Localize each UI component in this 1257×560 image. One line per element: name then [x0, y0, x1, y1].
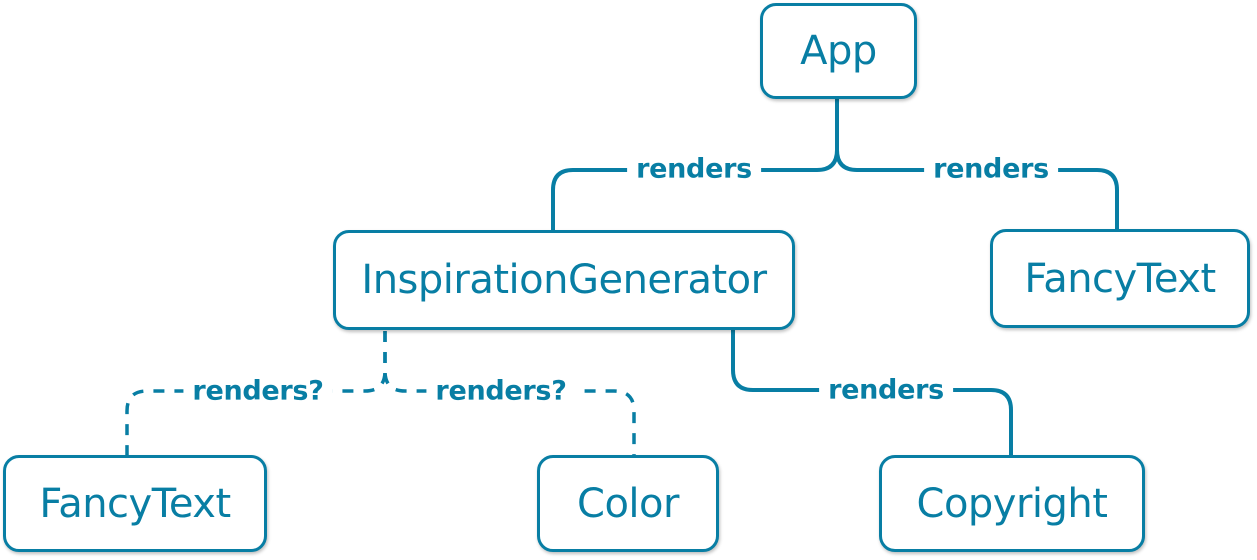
node-inspiration-generator: InspirationGenerator: [333, 230, 795, 330]
node-app: App: [760, 3, 917, 99]
node-color: Color: [537, 455, 719, 552]
node-fancy-text-top-right-label: FancyText: [1024, 255, 1216, 302]
edge-label-inspirationgenerator-copyright: renders: [819, 372, 953, 408]
edge-label-inspirationgenerator-color: renders?: [426, 373, 576, 409]
node-fancy-text-bottom-left: FancyText: [3, 455, 267, 552]
edge-label-app-inspirationgenerator: renders: [627, 151, 761, 187]
node-color-label: Color: [577, 480, 679, 527]
node-copyright-label: Copyright: [916, 480, 1108, 527]
node-fancy-text-top-right: FancyText: [990, 229, 1250, 328]
edge-inspirationgenerator-to-fancytext-dashed-line: [125, 331, 387, 455]
node-inspiration-generator-label: InspirationGenerator: [361, 257, 767, 303]
edge-label-app-fancytext: renders: [924, 151, 1058, 187]
node-copyright: Copyright: [879, 455, 1145, 552]
node-app-label: App: [800, 28, 877, 74]
node-fancy-text-bottom-left-label: FancyText: [39, 480, 231, 527]
edge-label-inspirationgenerator-fancytext: renders?: [183, 373, 333, 409]
